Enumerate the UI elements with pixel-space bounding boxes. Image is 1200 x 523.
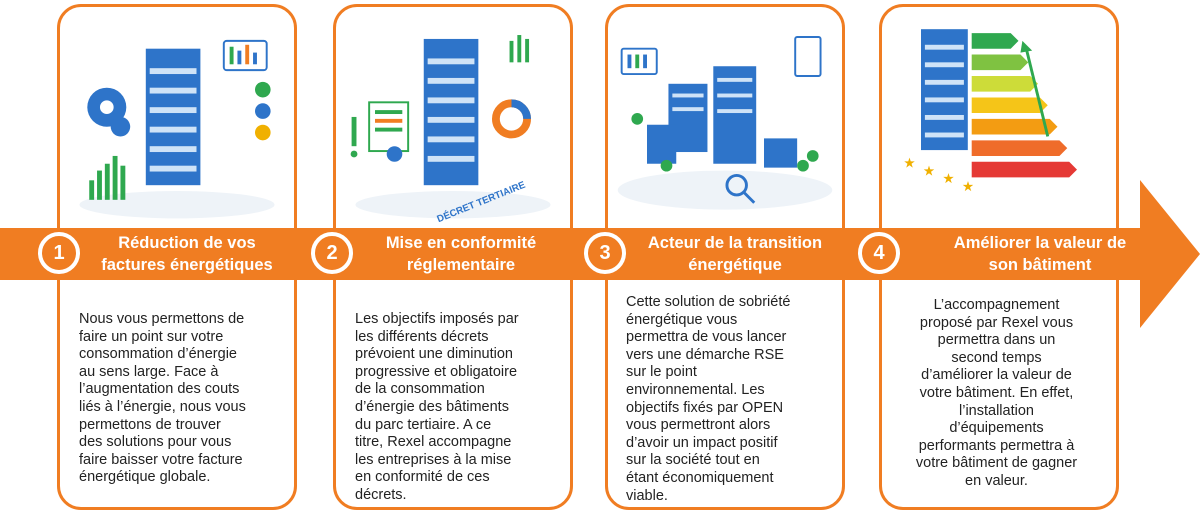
svg-text:★: ★ [903,156,915,172]
step-number-4: 4 [858,232,900,274]
svg-text:★: ★ [923,163,935,179]
step-body-2: Les objectifs imposés par les différents… [355,311,519,503]
dashboard-icon [620,36,822,77]
step-body-4: L’accompagnement proposé par Rexel vous … [915,297,1078,489]
gear-icon [87,87,131,137]
svg-text:★: ★ [962,179,974,195]
exclamation-icon [350,116,358,158]
energy-label-icon [971,33,1077,178]
step-title-2: Mise en conformité réglementaire [385,234,537,274]
certificate-icon [368,101,410,162]
donut-chart-icon [492,99,531,139]
building-value-illustration: ★ ★ ★ ★ [903,29,1077,195]
dashboard-icon [222,39,268,72]
step-title-3: Acteur de la transition énergétique [647,234,823,274]
step-number-1: 1 [38,232,80,274]
chart-icon [89,155,126,200]
energy-transition-illustration [617,36,833,210]
building-icon [921,29,968,151]
step-body-3: Cette solution de sobriété énergétique v… [626,294,791,504]
step-body-1: Nous vous permettons de faire un point s… [79,311,246,486]
svg-text:★: ★ [942,171,954,187]
stars-icon: ★ ★ ★ ★ [903,156,974,195]
step-title-1: Réduction de vos factures énergétiques [101,234,273,274]
step-number-2: 2 [311,232,353,274]
energy-bill-illustration [79,39,275,219]
regulation-illustration: DÉCRET TERTIAIRE [350,35,551,222]
growth-arrow-icon [1020,40,1050,137]
step-title-4: Améliorer la valeur de son bâtiment [953,234,1127,274]
chart-icon [509,35,530,63]
building-icon [145,48,201,186]
building-icon [423,38,479,186]
tree-icon [631,113,819,172]
step-number-3: 3 [584,232,626,274]
